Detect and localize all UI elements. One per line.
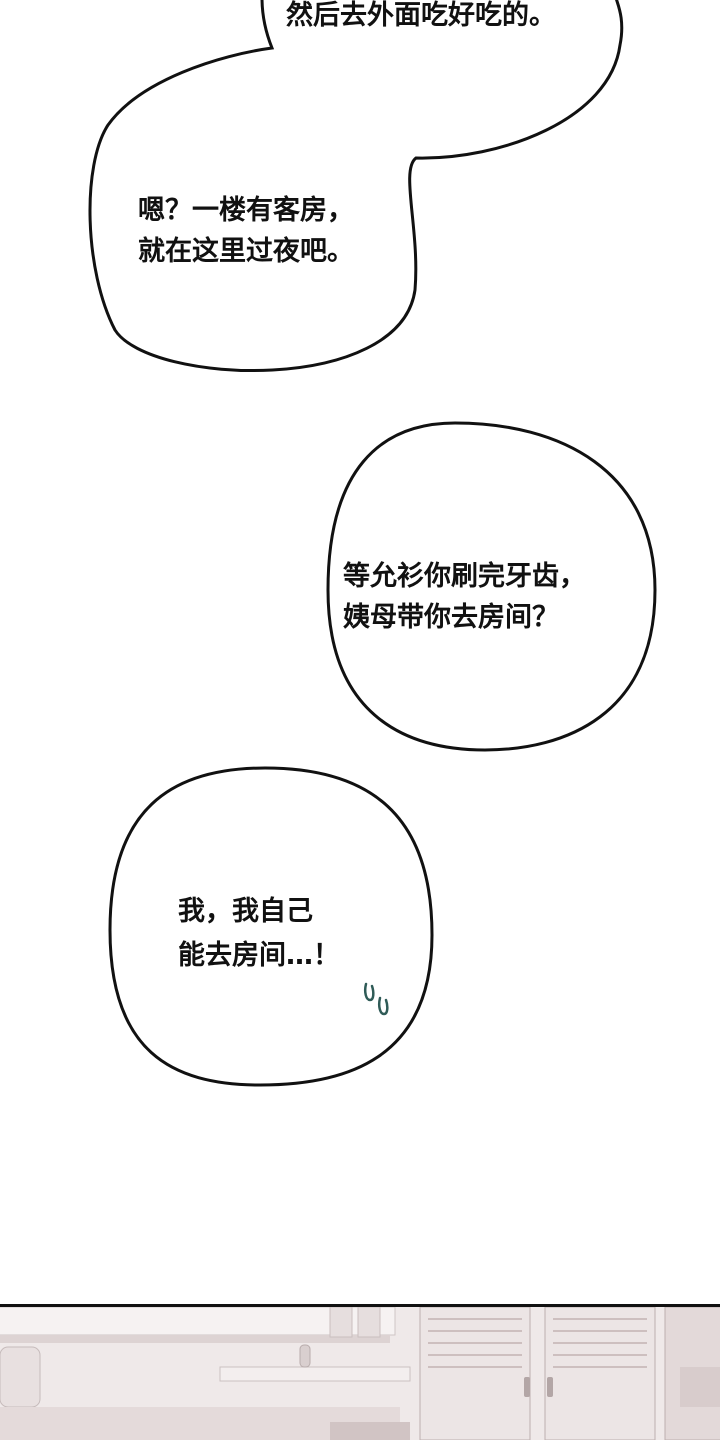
speech-bubble-outline-2 xyxy=(326,421,657,752)
dialogue-text-3: 等允衫你刷完牙齿， 姨母带你去房间？ xyxy=(343,561,586,633)
room-illustration xyxy=(0,1307,720,1440)
dialogue-text-1: 然后去外面吃好吃的。 xyxy=(286,0,556,31)
speech-bubble-outline-3 xyxy=(108,766,434,1087)
speech-bubble-outline-1 xyxy=(88,0,624,372)
dialogue-text-2: 嗯？一楼有客房， 就在这里过夜吧。 xyxy=(138,195,354,267)
sweat-drop-icon xyxy=(363,982,389,1016)
room-scene-panel xyxy=(0,1307,720,1440)
dialogue-text-4: 我，我自己 能去房间…！ xyxy=(178,896,340,971)
panel-border xyxy=(0,1304,720,1307)
speech-bubbles-layer xyxy=(88,0,657,1087)
